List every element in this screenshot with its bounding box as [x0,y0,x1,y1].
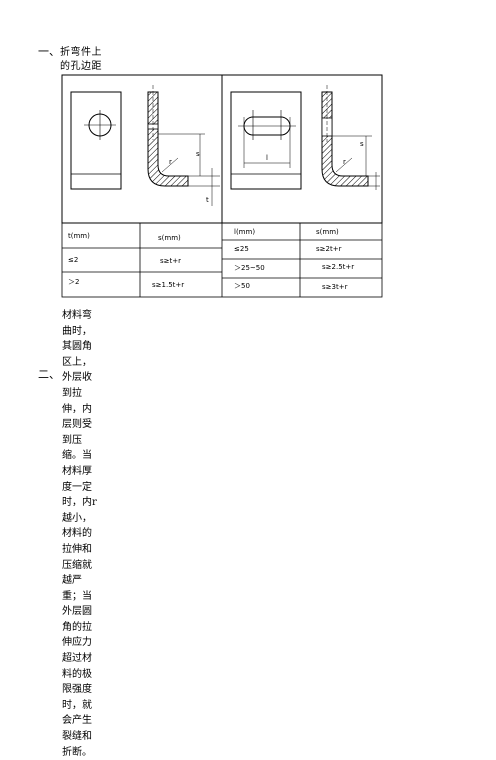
right-table-row1-l: ≤25 [234,245,249,253]
left-table-header-t: t(mm) [68,232,90,240]
left-table-row2-s: s≥1.5t+r [152,281,185,289]
right-bend-profile [321,85,380,190]
left-table-row2-t: ＞2 [68,278,80,286]
left-table-row1-s: s≥t+r [160,257,181,265]
right-table-row3-l: ＞50 [234,282,250,290]
right-plate-view [230,91,302,190]
section-2-paragraph: 材料弯曲时，其圆角区上，外层收到拉伸，内层则受到压缩。当材料厚度一定时，内r越小… [62,310,97,758]
right-table-row1-s: s≥2t+r [316,245,342,253]
left-plate-view [70,91,122,190]
right-table-header-l: l(mm) [234,228,256,236]
right-table-row3-s: s≥3t+r [322,283,348,291]
right-radius-label: r [343,158,346,166]
left-bend-profile [147,85,220,206]
left-s-label: s [196,150,200,158]
section-2-number: 二、 [38,368,60,381]
left-table-row1-t: ≤2 [68,256,79,264]
right-table-row2-l: ＞25~50 [234,264,265,272]
right-l-label: l [266,154,268,162]
left-t-label: t [206,196,209,204]
spec-table-grid [61,222,383,298]
right-table-row2-s: s≥2.5t+r [322,263,355,271]
section-1-heading: 折弯件上的孔边距 [60,47,102,72]
left-table-header-s: s(mm) [158,234,181,242]
left-radius-label: r [169,158,172,166]
right-table-header-s: s(mm) [316,228,339,236]
bend-hole-figure [61,74,383,298]
right-s-label: s [360,140,364,148]
